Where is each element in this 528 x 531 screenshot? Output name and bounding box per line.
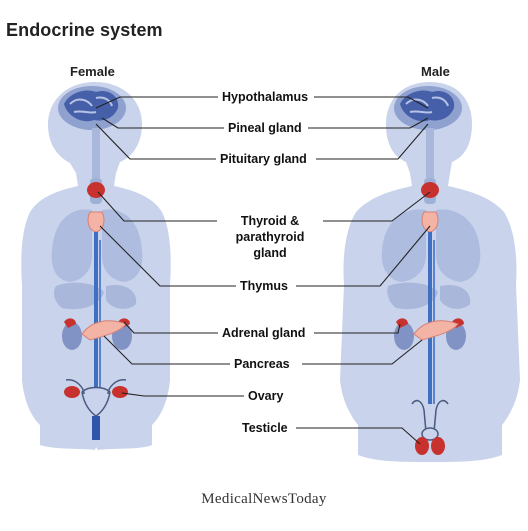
label-hypothalamus: Hypothalamus — [218, 89, 313, 105]
brand-today: Today — [287, 491, 327, 507]
label-thyroid-parathyroid-gland: Thyroid & parathyroid gland — [217, 213, 323, 261]
label-testicle: Testicle — [238, 420, 292, 436]
brand-medical: Medical — [201, 491, 253, 507]
brand-news: News — [252, 491, 288, 507]
page-title: Endocrine system — [6, 20, 163, 40]
male-body — [340, 82, 520, 462]
leader-lines — [95, 96, 431, 445]
label-ovary: Ovary — [244, 388, 288, 404]
label-pineal-gland: Pineal gland — [224, 120, 306, 136]
label-thymus: Thymus — [236, 278, 292, 294]
label-adrenal-gland: Adrenal gland — [218, 325, 310, 341]
label-pituitary-gland: Pituitary gland — [216, 151, 311, 167]
female-body — [21, 82, 171, 450]
brand-logo: MedicalNewsToday — [0, 491, 528, 508]
female-label: Female — [70, 64, 115, 79]
male-label: Male — [421, 64, 450, 79]
label-pancreas: Pancreas — [230, 356, 294, 372]
